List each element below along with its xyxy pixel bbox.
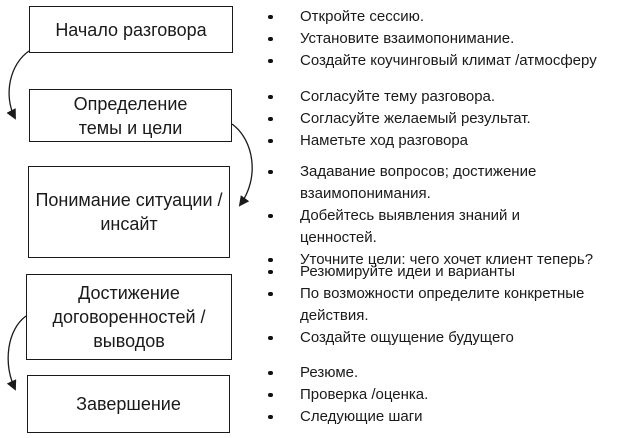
bullet-item: Следующие шаги bbox=[266, 406, 600, 428]
stage-box-topic-and-goal: Определение темы и цели bbox=[29, 89, 232, 142]
bullet-item: По возможности определите конкретные дей… bbox=[266, 283, 600, 327]
bullet-item: Создайте коучинговый климат /атмосферу bbox=[266, 50, 600, 72]
arrow-start-to-topic bbox=[6, 50, 30, 120]
bullet-item: Резюмируйте идеи и варианты bbox=[266, 261, 600, 283]
bullet-item: Проверка /оценка. bbox=[266, 384, 600, 406]
bullet-group-agreements-conclusions: Резюмируйте идеи и варианты По возможнос… bbox=[266, 261, 600, 349]
bullet-item: Уточните цели: чего хочет клиент теперь? bbox=[266, 249, 600, 271]
stage-box-completion: Завершение bbox=[27, 375, 230, 433]
bullet-item: Наметьте ход разговора bbox=[266, 130, 600, 152]
stage-label: Завершение bbox=[76, 394, 181, 414]
stage-box-agreements-conclusions: Достижение договоренностей / выводов bbox=[26, 274, 232, 360]
bullet-group-conversation-start: Откройте сессию. Установите взаимопонима… bbox=[266, 6, 600, 72]
bullet-item: Откройте сессию. bbox=[266, 6, 600, 28]
bullet-item: Задавание вопросов; достижение взаимопон… bbox=[266, 161, 600, 205]
bullet-item: Добейтесь выявления знаний и ценностей. bbox=[266, 205, 600, 249]
arrow-topic-to-insight bbox=[231, 123, 253, 207]
bullet-item: Согласуйте тему разговора. bbox=[266, 86, 600, 108]
bullet-item: Согласуйте желаемый результат. bbox=[266, 108, 600, 130]
bullet-item: Установите взаимопонимание. bbox=[266, 28, 600, 50]
bullet-group-topic-and-goal: Согласуйте тему разговора. Согласуйте же… bbox=[266, 86, 600, 152]
stage-label: Начало разговора bbox=[55, 19, 207, 40]
bullet-item: Создайте ощущение будущего bbox=[266, 327, 600, 349]
stage-label: Определение темы и цели bbox=[73, 93, 188, 138]
stage-box-situation-insight: Понимание ситуации / инсайт bbox=[28, 166, 230, 258]
stage-label: Понимание ситуации / инсайт bbox=[35, 190, 223, 234]
bullet-group-situation-insight: Задавание вопросов; достижение взаимопон… bbox=[266, 161, 600, 271]
bullet-group-completion: Резюме. Проверка /оценка. Следующие шаги bbox=[266, 362, 600, 428]
arrow-agreements-to-completion bbox=[6, 315, 27, 391]
stage-label: Достижение договоренностей / выводов bbox=[52, 283, 206, 351]
stage-box-conversation-start: Начало разговора bbox=[29, 6, 233, 53]
bullet-item: Резюме. bbox=[266, 362, 600, 384]
